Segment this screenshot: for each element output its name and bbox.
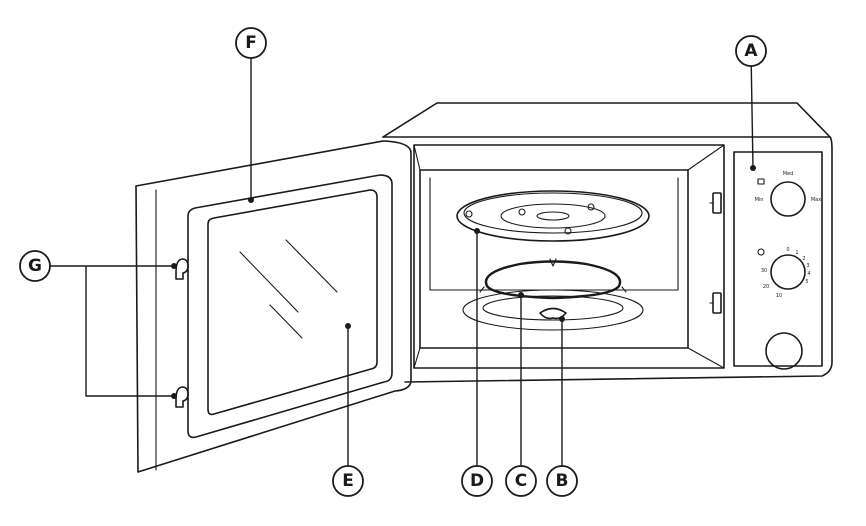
callout-e: E <box>332 465 364 497</box>
timer-dial[interactable]: 0 1 2 3 4 5 10 20 30 <box>757 247 811 299</box>
glass-tray <box>456 190 650 242</box>
timer-tick-10: 10 <box>776 293 782 299</box>
floor-ellipses <box>462 289 644 331</box>
timer-tick-2: 2 <box>802 256 805 262</box>
timer-tick-30: 30 <box>761 268 767 274</box>
door-release-button[interactable] <box>765 332 803 370</box>
callout-c-label: C <box>515 471 527 491</box>
timer-tick-4: 4 <box>807 271 810 277</box>
power-dial-left-label: Min <box>755 197 764 203</box>
oven-cavity <box>413 144 725 369</box>
door-window-glare <box>239 239 338 339</box>
callout-a-label: A <box>744 41 758 61</box>
callout-d-label: D <box>470 471 484 491</box>
microwave-door <box>135 140 412 473</box>
power-dial-top-label: Med <box>783 171 794 177</box>
timer-tick-20: 20 <box>763 284 769 290</box>
callout-a: A <box>735 35 767 67</box>
timer-tick-1: 1 <box>795 250 798 256</box>
clock-icon <box>757 248 765 256</box>
power-dial-right-label: Max <box>811 197 821 203</box>
timer-tick-0: 0 <box>786 247 789 253</box>
callout-f: F <box>235 27 267 59</box>
callout-g-label: G <box>28 256 42 276</box>
callout-d: D <box>461 465 493 497</box>
door-hook-icon <box>175 258 189 408</box>
callout-c: C <box>505 465 537 497</box>
timer-tick-3: 3 <box>806 263 809 269</box>
callout-g: G <box>19 250 51 282</box>
door-latch-slots <box>709 192 722 314</box>
callout-f-label: F <box>245 33 257 53</box>
callout-b: B <box>546 465 578 497</box>
power-level-dial[interactable]: Med Min Max <box>755 171 822 217</box>
power-level-icon <box>757 178 765 185</box>
callout-e-label: E <box>342 471 354 491</box>
control-panel <box>733 151 823 367</box>
callout-b-label: B <box>556 471 569 491</box>
timer-tick-5: 5 <box>805 279 808 285</box>
roller-ring <box>479 258 627 300</box>
